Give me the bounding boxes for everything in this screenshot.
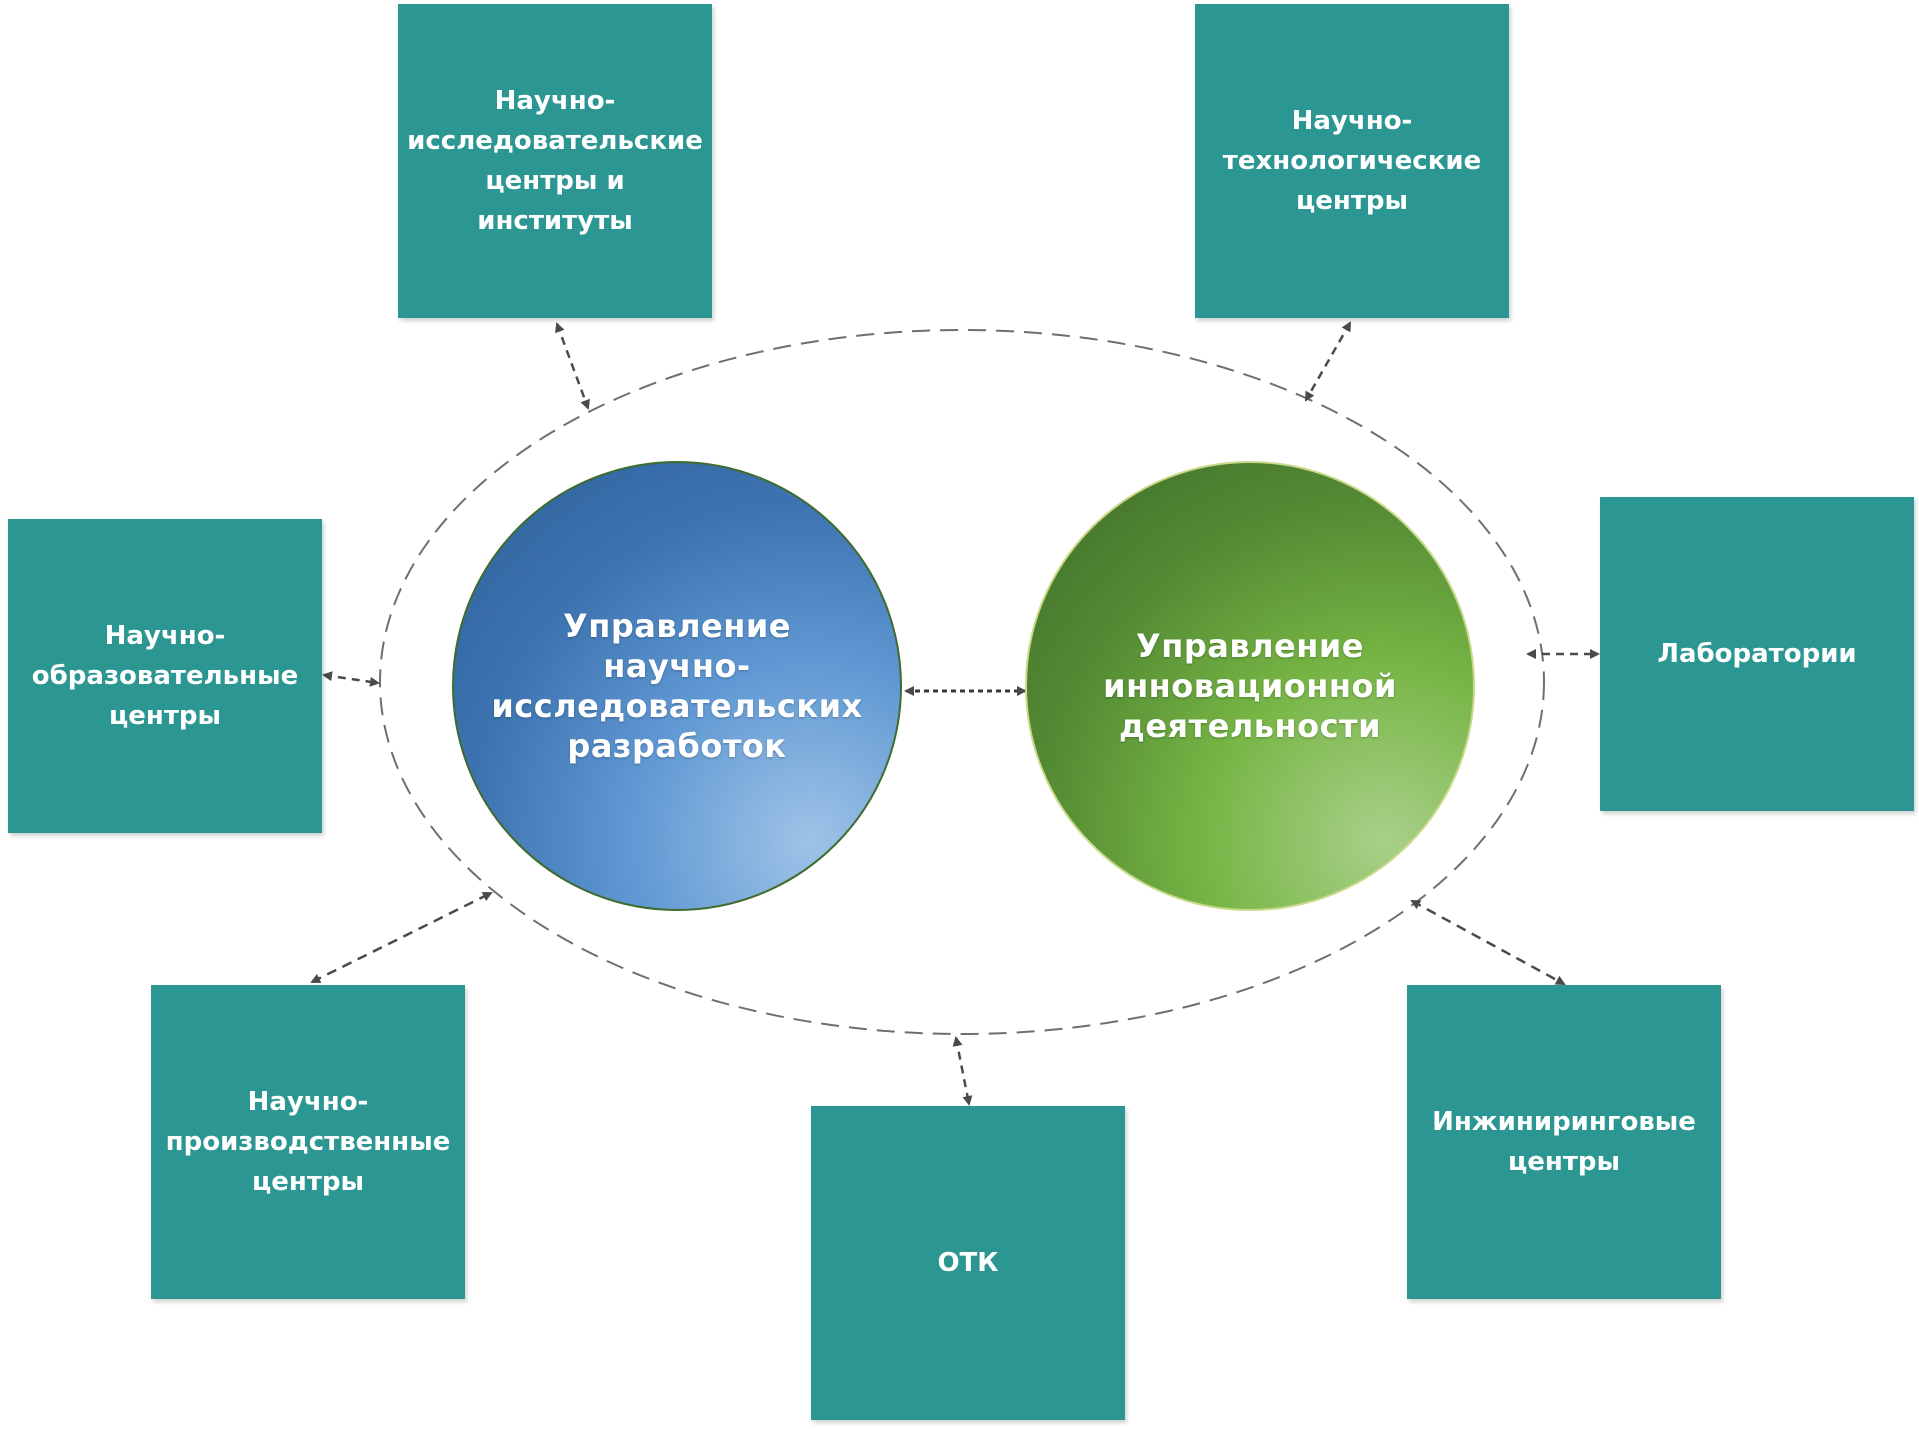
node-otk: ОТК bbox=[811, 1106, 1125, 1420]
node-otk-label: ОТК bbox=[937, 1248, 999, 1278]
link-tech-centers bbox=[1304, 321, 1352, 402]
hub-innovation-management-label: Управление инновационной деятельности bbox=[1103, 627, 1397, 745]
node-laboratories-label: Лаборатории bbox=[1657, 639, 1857, 669]
node-engineering-centers: Инжиниринговые центры bbox=[1407, 985, 1721, 1299]
node-research-institutes: Научно- исследовательские центры и инсти… bbox=[398, 4, 712, 318]
link-research-institutes bbox=[555, 322, 590, 410]
node-production-centers-label: Научно- производственные центры bbox=[165, 1087, 451, 1197]
link-engineering-centers bbox=[1410, 899, 1566, 986]
node-edu-centers-label: Научно- образовательные центры bbox=[31, 621, 299, 731]
node-production-centers: Научно- производственные центры bbox=[151, 985, 465, 1299]
node-tech-centers-label: Научно- технологические центры bbox=[1222, 106, 1482, 216]
hub-innovation-management: Управление инновационной деятельности bbox=[1025, 461, 1475, 911]
node-edu-centers: Научно- образовательные центры bbox=[8, 519, 322, 833]
link-otk bbox=[952, 1036, 973, 1106]
node-laboratories: Лаборатории bbox=[1600, 497, 1914, 811]
hub-rnd-management-label: Управление научно- исследовательских раз… bbox=[491, 607, 863, 765]
boundary-ellipse bbox=[379, 329, 1545, 1035]
node-tech-centers: Научно- технологические центры bbox=[1195, 4, 1509, 318]
node-research-institutes-label: Научно- исследовательские центры и инсти… bbox=[407, 86, 703, 236]
link-production-centers bbox=[310, 891, 493, 984]
node-engineering-centers-label: Инжиниринговые центры bbox=[1432, 1107, 1696, 1177]
link-edu-centers bbox=[322, 671, 380, 687]
hub-rnd-management: Управление научно- исследовательских раз… bbox=[452, 461, 902, 911]
